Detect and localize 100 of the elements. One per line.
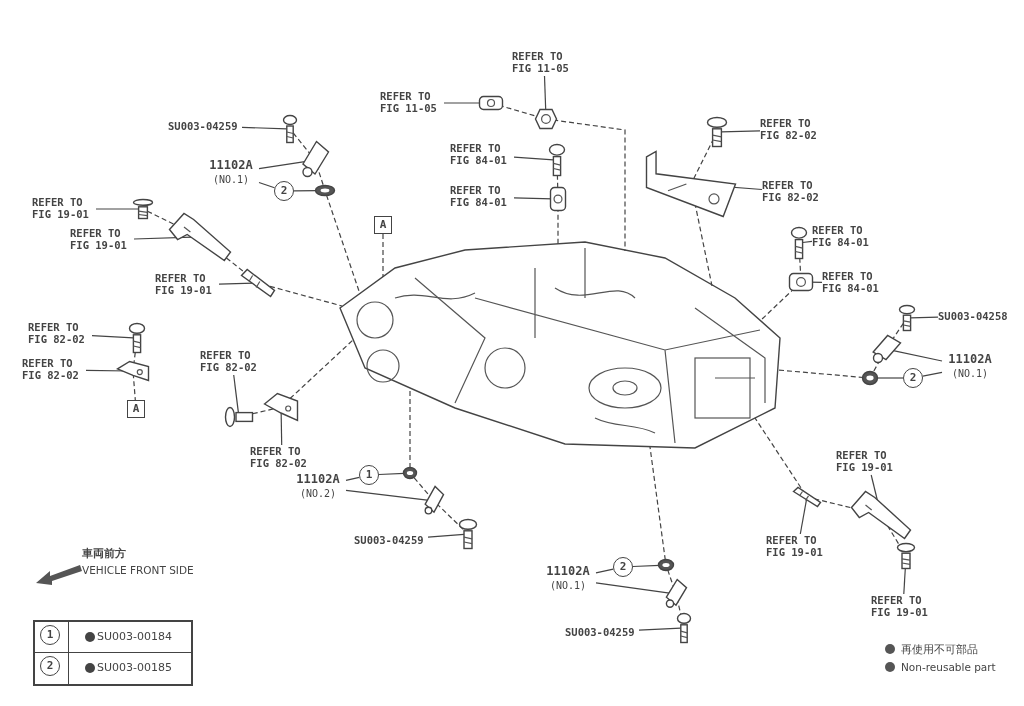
bracket-drawing bbox=[645, 150, 737, 218]
leader-line bbox=[233, 374, 239, 414]
reference-text: REFER TO FIG 82-02 bbox=[762, 179, 826, 205]
ignition-coil-drawing bbox=[168, 212, 232, 262]
bracket-drawing bbox=[263, 392, 299, 422]
sensor-drawing bbox=[664, 578, 688, 610]
leader-line bbox=[875, 377, 904, 379]
leader-line bbox=[427, 533, 465, 538]
sensor-drawing bbox=[300, 140, 330, 180]
fitting-drawing bbox=[549, 186, 567, 212]
spark-plug-drawing bbox=[792, 486, 822, 508]
bolt-drawing bbox=[224, 406, 254, 428]
assembly-line bbox=[382, 233, 384, 278]
position-note: (NO.1) bbox=[951, 367, 989, 380]
leader-line bbox=[638, 627, 682, 631]
reference-text: REFER TO FIG 82-02 bbox=[250, 445, 314, 471]
reference-text: REFER TO FIG 19-01 bbox=[155, 272, 219, 298]
part-number: SU003-00184 bbox=[97, 629, 172, 644]
callout-number: 2 bbox=[903, 368, 923, 388]
position-note: (NO.1) bbox=[549, 579, 587, 592]
part-number: SU003-04259 bbox=[565, 625, 639, 639]
leader-line bbox=[632, 564, 661, 568]
part-number: 11102A bbox=[948, 352, 992, 367]
callout-number: 2 bbox=[40, 656, 60, 676]
leader-line bbox=[513, 156, 554, 161]
bolt-drawing bbox=[896, 542, 916, 570]
fitting-drawing bbox=[478, 95, 504, 111]
leader-line bbox=[95, 208, 140, 210]
position-note: (NO.1) bbox=[212, 173, 250, 186]
ignition-coil-drawing bbox=[850, 490, 912, 540]
reference-text: REFER TO FIG 82-02 bbox=[28, 321, 92, 347]
leader-line bbox=[720, 130, 761, 133]
part-number: SU003-04259 bbox=[168, 119, 242, 133]
fitting-drawing bbox=[788, 272, 814, 292]
leader-line bbox=[378, 472, 405, 476]
sensor-drawing bbox=[423, 485, 445, 517]
part-number: 11102A bbox=[209, 158, 253, 173]
reference-text: REFER TO FIG 19-01 bbox=[836, 449, 900, 475]
callout-number: 1 bbox=[40, 625, 60, 645]
leader-line bbox=[258, 181, 276, 189]
assembly-line bbox=[649, 446, 666, 561]
leader-line bbox=[241, 126, 288, 130]
direction-label: 車両前方 bbox=[82, 546, 126, 561]
nut-drawing bbox=[534, 108, 558, 130]
reference-text: REFER TO FIG 84-01 bbox=[812, 224, 876, 250]
reference-text: REFER TO FIG 82-02 bbox=[200, 349, 264, 375]
position-note: (NO.2) bbox=[299, 487, 337, 500]
o-ring-drawing bbox=[314, 184, 336, 197]
leader-line bbox=[922, 371, 943, 377]
leader-line bbox=[799, 499, 808, 535]
spark-plug-drawing bbox=[240, 268, 276, 298]
bolt-drawing bbox=[132, 198, 154, 220]
leader-line bbox=[910, 316, 939, 319]
o-ring-drawing bbox=[657, 558, 675, 572]
direction-label: VEHICLE FRONT SIDE bbox=[82, 564, 194, 576]
callout-number: 2 bbox=[613, 557, 633, 577]
reference-text: REFER TO FIG 84-01 bbox=[822, 270, 886, 296]
bolt-drawing bbox=[128, 322, 146, 354]
bolt-drawing bbox=[706, 116, 728, 148]
bolt-drawing bbox=[548, 143, 566, 177]
leader-line bbox=[802, 240, 813, 244]
assembly-line bbox=[436, 503, 465, 531]
leader-line bbox=[133, 236, 193, 240]
reference-text: REFER TO FIG 11-05 bbox=[380, 90, 444, 116]
callout-number: 1 bbox=[359, 465, 379, 485]
reference-text: REFER TO FIG 84-01 bbox=[450, 142, 514, 168]
reference-text: REFER TO FIG 19-01 bbox=[32, 196, 96, 222]
leader-line bbox=[595, 568, 614, 574]
leader-line bbox=[293, 190, 318, 192]
callout-number: 2 bbox=[274, 181, 294, 201]
o-ring-drawing bbox=[861, 370, 879, 386]
reference-text: REFER TO FIG 19-01 bbox=[70, 227, 134, 253]
bolt-drawing bbox=[282, 114, 298, 144]
leader-line bbox=[91, 335, 134, 339]
bolt-drawing bbox=[898, 304, 916, 332]
o-ring-drawing bbox=[402, 466, 418, 480]
bolt-drawing bbox=[676, 612, 692, 644]
bolt-drawing bbox=[458, 518, 478, 550]
reference-box: A bbox=[127, 400, 145, 418]
assembly-line bbox=[777, 369, 865, 379]
legend-text: Non-reusable part bbox=[901, 660, 996, 675]
part-number: SU003-04259 bbox=[354, 533, 428, 547]
reference-text: REFER TO FIG 82-02 bbox=[22, 357, 86, 383]
leader-line bbox=[345, 476, 360, 481]
assembly-line bbox=[325, 194, 361, 295]
reference-text: REFER TO FIG 82-02 bbox=[760, 117, 824, 143]
part-number: SU003-00185 bbox=[97, 660, 172, 675]
part-number: SU003-04258 bbox=[938, 309, 1012, 323]
sensor-drawing bbox=[870, 334, 902, 364]
bracket-drawing bbox=[116, 360, 150, 382]
legend-text: 再使用不可部品 bbox=[901, 642, 978, 657]
reference-text: REFER TO FIG 19-01 bbox=[871, 594, 935, 620]
reference-text: REFER TO FIG 19-01 bbox=[766, 534, 830, 560]
reference-box: A bbox=[374, 216, 392, 234]
bolt-drawing bbox=[790, 226, 808, 260]
assembly-line bbox=[409, 388, 411, 469]
part-number: 11102A bbox=[296, 472, 340, 487]
part-number: 11102A bbox=[546, 564, 590, 579]
reference-text: REFER TO FIG 11-05 bbox=[512, 50, 576, 76]
reference-text: REFER TO FIG 84-01 bbox=[450, 184, 514, 210]
